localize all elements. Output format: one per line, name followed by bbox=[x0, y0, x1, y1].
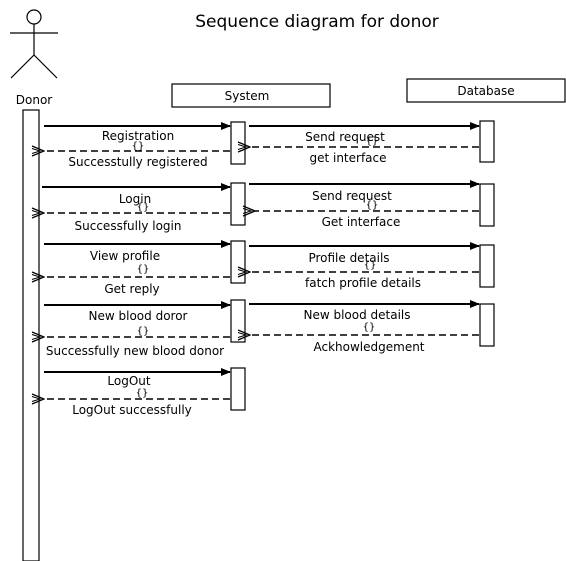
guard-1: {} bbox=[132, 141, 145, 152]
system-activation-3 bbox=[230, 240, 246, 284]
label-send-request-1: Send request bbox=[305, 130, 385, 144]
label-login-success: Successfully login bbox=[75, 219, 182, 233]
database-participant: Database bbox=[406, 78, 566, 103]
guard-2b: {} bbox=[366, 200, 379, 211]
label-fetch-profile: fatch profile details bbox=[305, 276, 421, 290]
system-activation-5 bbox=[230, 367, 246, 411]
database-activation-1 bbox=[479, 120, 495, 163]
database-activation-4 bbox=[479, 303, 495, 347]
label-logout-success: LogOut successfully bbox=[72, 403, 192, 417]
label-new-donor-success: Successfully new blood donor bbox=[46, 344, 224, 358]
system-label: System bbox=[225, 89, 270, 103]
label-login: Login bbox=[119, 192, 151, 206]
label-get-interface-1: get interface bbox=[309, 151, 386, 165]
label-registration: Registration bbox=[102, 129, 174, 143]
label-view-profile: View profile bbox=[90, 249, 160, 263]
donor-actor-icon bbox=[10, 9, 58, 79]
system-participant: System bbox=[171, 83, 331, 108]
system-activation-1 bbox=[230, 121, 246, 165]
label-profile-details: Profile details bbox=[308, 251, 389, 265]
diagram-title: Sequence diagram for donor bbox=[195, 12, 439, 32]
label-new-blood-details: New blood details bbox=[303, 308, 410, 322]
label-registered: Successtully registered bbox=[68, 155, 207, 169]
guard-2: {} bbox=[137, 202, 150, 213]
database-activation-2 bbox=[479, 183, 495, 227]
database-activation-3 bbox=[479, 244, 495, 288]
donor-lifeline bbox=[22, 109, 40, 561]
guard-3: {} bbox=[137, 264, 150, 275]
guard-4b: {} bbox=[363, 322, 376, 333]
actor-label: Donor bbox=[16, 93, 53, 107]
database-label: Database bbox=[457, 84, 514, 98]
guard-4: {} bbox=[137, 326, 150, 337]
guard-5: {} bbox=[136, 388, 149, 399]
label-send-request-2: Send request bbox=[312, 189, 392, 203]
label-new-blood-donor: New blood doror bbox=[89, 309, 188, 323]
label-logout: LogOut bbox=[107, 374, 150, 388]
guard-1b: {} bbox=[366, 136, 379, 147]
system-activation-2 bbox=[230, 182, 246, 226]
label-acknowledgement: Ackhowledgement bbox=[313, 340, 424, 354]
label-get-reply: Get reply bbox=[104, 282, 159, 296]
label-get-interface-2: Get interface bbox=[322, 215, 401, 229]
guard-3b: {} bbox=[364, 260, 377, 271]
system-activation-4 bbox=[230, 299, 246, 343]
